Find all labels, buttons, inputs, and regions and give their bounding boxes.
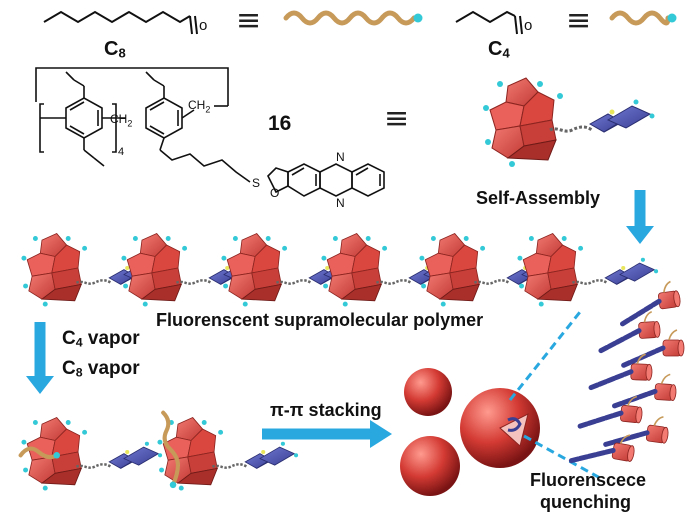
c8-label: C8	[104, 38, 126, 61]
methoxy-stubs	[65, 71, 155, 167]
zoom-line	[523, 434, 601, 480]
equivalence-sign: ≡	[236, 3, 262, 38]
zoom-line	[508, 311, 582, 401]
self-assembly-arrow-head	[626, 226, 654, 244]
guest-complex-c4	[18, 418, 162, 491]
repeat-subscript: 4	[118, 146, 125, 158]
compound-number: 16	[268, 112, 292, 135]
ch2-group: CH2	[110, 112, 133, 129]
polymer-unit	[517, 234, 658, 307]
sulfur-atom: S	[252, 176, 261, 190]
equivalence-sign: ≡	[384, 101, 410, 136]
guest-complex-c8	[157, 410, 298, 491]
butanal-oxygen: o	[524, 17, 532, 34]
stacking-arrow-head	[370, 420, 392, 448]
cutaway-stack	[507, 417, 522, 432]
octanal-oxygen: o	[199, 17, 207, 34]
c4-label: C4	[488, 38, 510, 61]
nitrogen-atom: N	[336, 196, 345, 210]
polymer-label: Fluorenscent supramolecular polymer	[156, 310, 484, 330]
quenching-label-line1: Fluorenscece	[530, 470, 647, 490]
quenching-label-line2: quenching	[540, 492, 631, 512]
c4-chain-glyph	[609, 10, 671, 26]
nitrogen-atom: N	[336, 150, 345, 164]
vapor-arrow-head	[26, 376, 54, 394]
octanal-skeleton	[43, 10, 191, 24]
c8-chain-glyph	[283, 10, 417, 26]
self-assembly-label: Self-Assembly	[476, 188, 601, 208]
compound-16-glyph	[482, 77, 656, 168]
equivalence-sign: ≡	[566, 3, 592, 38]
aggregate-sphere	[404, 368, 452, 416]
supramolecular-polymer	[21, 234, 658, 307]
butanal-skeleton	[455, 10, 516, 24]
c4-vapor-label: C4 vapor	[62, 328, 140, 350]
c8-vapor-label: C8 vapor	[62, 358, 140, 380]
aggregate-sphere	[400, 436, 460, 496]
c4-chain-end	[667, 13, 677, 23]
pillararene-structure	[35, 67, 385, 197]
ch2-group: CH2	[188, 98, 211, 115]
c8-chain-end	[413, 13, 423, 23]
stacked-cluster	[570, 281, 684, 472]
oxygen-atom: O	[270, 186, 280, 200]
stacking-label: π-π stacking	[270, 400, 382, 420]
